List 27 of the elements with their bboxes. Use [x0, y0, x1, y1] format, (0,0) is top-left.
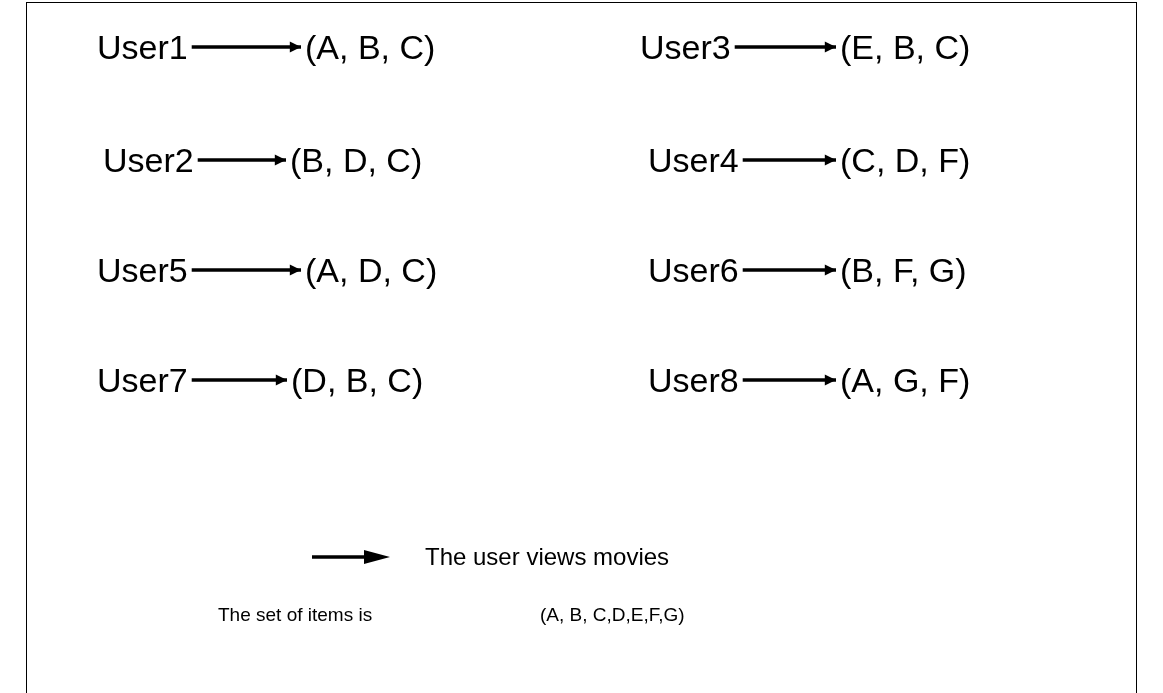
arrow	[191, 41, 301, 53]
arrow	[191, 374, 287, 386]
legend-text: The user views movies	[425, 543, 670, 571]
node-label: User4	[644, 141, 743, 179]
node-label: User3	[636, 28, 735, 66]
node-label: User2	[99, 141, 198, 179]
arrow	[742, 374, 836, 386]
node-label: (D, B, C)	[287, 361, 428, 399]
node-label: (A, B, C)	[301, 28, 440, 66]
node-label: (A, D, C)	[301, 251, 442, 289]
arrow	[191, 264, 301, 276]
node-label: User1	[93, 28, 192, 66]
node-label: User6	[644, 251, 743, 289]
node-label: User8	[644, 361, 743, 399]
node-label: User7	[93, 361, 192, 399]
node-label: (B, F, G)	[836, 251, 971, 289]
note-text: (A, B, C,D,E,F,G)	[540, 604, 685, 626]
node-label: User5	[93, 251, 192, 289]
arrow	[734, 41, 836, 53]
node-label: (A, G, F)	[836, 361, 975, 399]
node-label: (C, D, F)	[836, 141, 975, 179]
node-label: (E, B, C)	[836, 28, 975, 66]
node-label: (B, D, C)	[286, 141, 427, 179]
arrow	[197, 154, 286, 166]
arrow	[742, 264, 836, 276]
note-text: The set of items is	[218, 604, 373, 626]
arrow	[742, 154, 836, 166]
